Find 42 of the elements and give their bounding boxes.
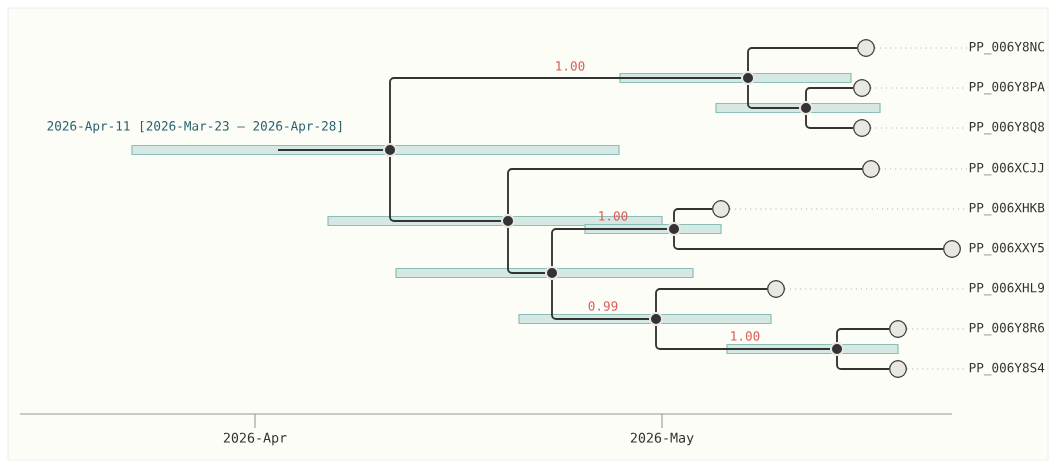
tree-branch	[805, 114, 854, 129]
support-value: 1.00	[731, 331, 760, 341]
tree-branch	[389, 156, 502, 222]
tip-label: PP_006Y8PA	[969, 81, 1045, 95]
tip-circle	[857, 39, 875, 57]
tree-branch	[655, 325, 831, 350]
tip-circle	[767, 280, 785, 298]
tip-circle	[712, 200, 730, 218]
tip-label: PP_006XHKB	[969, 202, 1045, 216]
tree-branch	[655, 288, 768, 313]
tip-label: PP_006XHL9	[969, 282, 1044, 296]
tree-branch	[805, 87, 854, 102]
tip-label: PP_006Y8S4	[969, 362, 1045, 376]
tree-branch	[389, 77, 742, 144]
tree-branch	[673, 208, 713, 223]
tip-circle	[862, 160, 880, 178]
tip-label: PP_006Y8Q8	[969, 121, 1045, 135]
tree-branch	[551, 279, 650, 320]
axis-tick-label: 2026-Apr	[223, 432, 287, 446]
tree-branch	[277, 149, 384, 151]
tree-branch	[836, 355, 890, 370]
tip-circle	[889, 320, 907, 338]
tree-branch	[673, 235, 944, 250]
support-value: 1.00	[556, 61, 585, 71]
tip-circle	[889, 360, 907, 378]
tip-label: PP_006Y8NC	[969, 41, 1044, 55]
tip-circle	[853, 119, 871, 137]
tip-circle	[853, 79, 871, 97]
root-date-label: 2026-Apr-11 [2026-Mar-23 – 2026-Apr-28]	[47, 120, 342, 134]
support-value: 1.00	[599, 211, 628, 221]
tip-circle	[943, 240, 961, 258]
support-value: 0.99	[588, 301, 618, 311]
tree-branch	[747, 84, 800, 109]
tree-branch	[507, 168, 863, 215]
axis-tick-label: 2026-May	[630, 432, 694, 446]
tree-branch	[836, 328, 890, 343]
tree-branch	[507, 227, 546, 274]
tip-label: PP_006Y8R6	[969, 322, 1045, 336]
tree-branch	[747, 47, 858, 72]
tip-label: PP_006XXY5	[969, 242, 1044, 256]
tip-label: PP_006XCJJ	[969, 162, 1044, 176]
tree-branch	[551, 228, 668, 267]
